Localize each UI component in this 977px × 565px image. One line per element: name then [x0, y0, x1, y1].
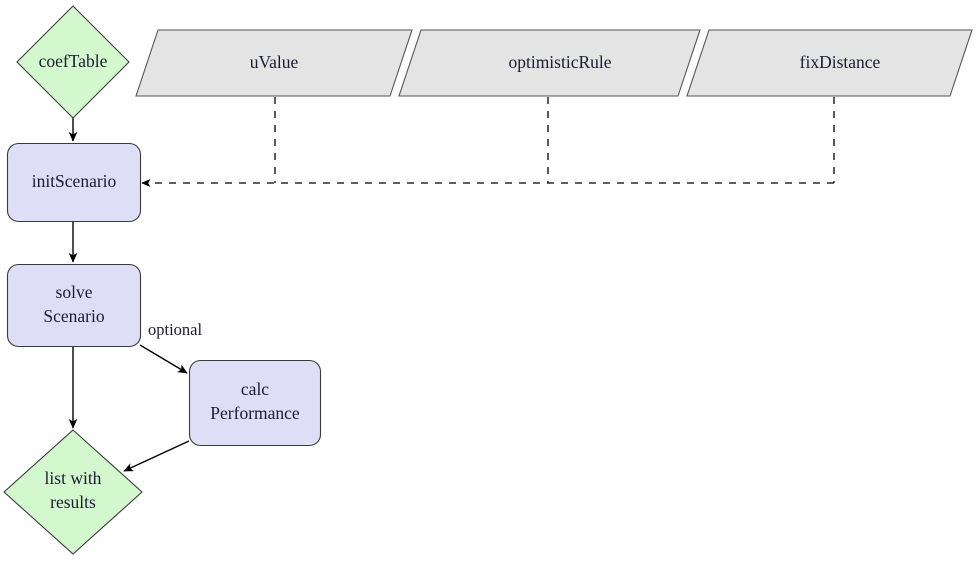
- solvescenario-label-line1: solve: [56, 282, 93, 302]
- node-solvescenario[interactable]: solve Scenario: [6, 263, 142, 348]
- node-listwithresults[interactable]: list with results: [3, 429, 143, 555]
- initscenario-box-shape: [6, 142, 142, 223]
- listwithresults-label-line2: results: [50, 492, 96, 512]
- calcperformance-box-shape: [188, 359, 322, 447]
- uvalue-label: uValue: [250, 52, 299, 72]
- fixdistance-label: fixDistance: [800, 52, 881, 72]
- listwithresults-label-line1: list with: [45, 468, 102, 488]
- optimisticrule-parallelogram-shape: [398, 29, 701, 97]
- coeftable-label: coefTable: [39, 51, 108, 71]
- node-uvalue[interactable]: uValue: [135, 29, 413, 97]
- node-optimisticrule[interactable]: optimisticRule: [398, 29, 701, 97]
- node-initscenario[interactable]: initScenario: [6, 142, 142, 223]
- edge-label-optional: optional: [148, 320, 202, 339]
- uvalue-parallelogram-shape: [135, 29, 413, 97]
- solvescenario-box-shape: [6, 263, 142, 348]
- edge-solvescenario-to-calcperformance: [139, 344, 188, 374]
- node-coeftable[interactable]: coefTable: [16, 5, 130, 119]
- node-fixdistance[interactable]: fixDistance: [686, 29, 973, 97]
- optimisticrule-label: optimisticRule: [508, 52, 611, 72]
- listwithresults-diamond-shape: [3, 429, 143, 555]
- fixdistance-parallelogram-shape: [686, 29, 973, 97]
- edge-group: [68, 97, 835, 472]
- calcperformance-label-line1: calc: [241, 379, 269, 399]
- calcperformance-label-line2: Performance: [210, 403, 300, 423]
- node-calcperformance[interactable]: calc Performance: [188, 359, 322, 447]
- solvescenario-label-line2: Scenario: [43, 306, 104, 326]
- initscenario-label: initScenario: [32, 171, 117, 191]
- edge-calcperformance-to-listwithresults: [123, 440, 190, 472]
- coeftable-diamond-shape: [16, 5, 130, 119]
